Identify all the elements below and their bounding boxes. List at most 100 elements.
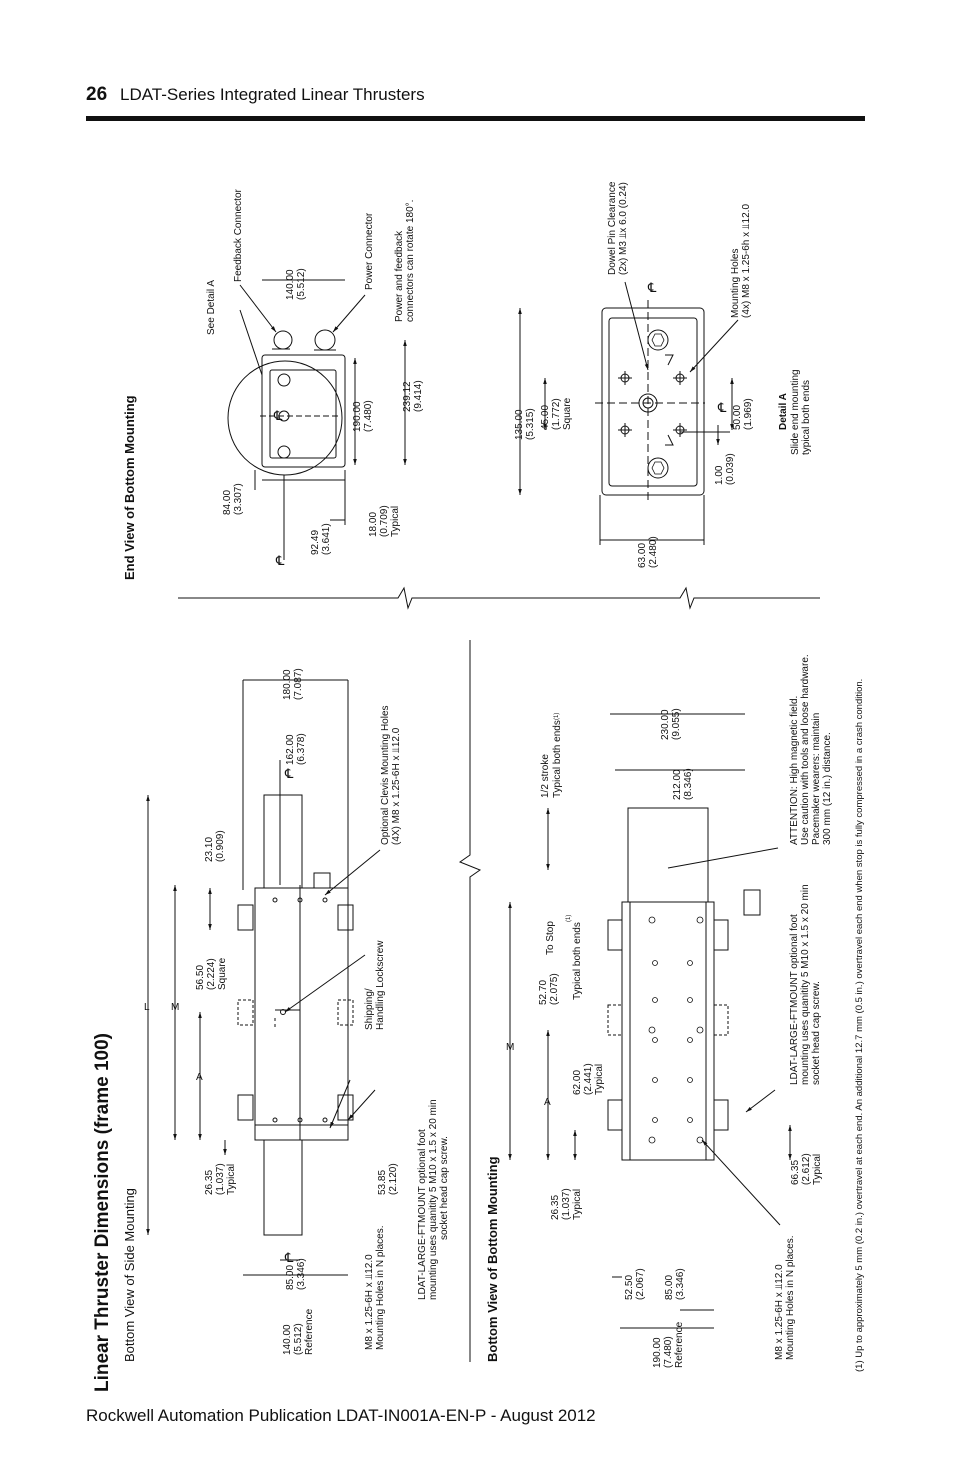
edim-18-in: (0.709) (379, 505, 390, 537)
dim-180-in: (7.087) (293, 668, 304, 700)
running-header: LDAT-Series Integrated Linear Thrusters (120, 85, 425, 104)
dim-L: L (144, 1002, 150, 1013)
mount-holes-line2: (4x) M8 x 1.25-6h x ⫫12.0 (741, 204, 752, 318)
half-stroke-typ: Typical both ends (552, 720, 563, 798)
edim-23912-mm: 239.12 (402, 381, 413, 412)
bottom-dim-A: A (544, 1097, 551, 1108)
dim-A: A (196, 1072, 203, 1083)
bdim-6635-mm: 66.35 (790, 1160, 801, 1185)
side-view (146, 679, 381, 1276)
see-detail-a: See Detail A (206, 280, 217, 335)
bdim-5270-mm: 52.70 (538, 980, 549, 1005)
clevis-line1: Optional Clevis Mounting Holes (380, 705, 391, 845)
ddim-63-mm: 63.00 (637, 543, 648, 568)
side-m8-line2: Mounting Holes in N places. (375, 1225, 386, 1350)
bottom-dim-M: M (506, 1042, 514, 1053)
dim-26-mm: 26.35 (204, 1170, 215, 1195)
ddim-45-mm: 45.00 (540, 405, 551, 430)
ddim-50-in: (1.969) (743, 398, 754, 430)
bottom-foot-line2: mounting uses quanitity 5 M10 x 1.5 x 20… (800, 884, 811, 1085)
edim-84-mm: 84.00 (222, 490, 233, 515)
bdim-85-in: (3.346) (675, 1268, 686, 1300)
bdim-190-ref: Reference (674, 1321, 685, 1368)
footnote: (1) Up to approximately 5 mm (0.2 in.) o… (854, 679, 865, 1372)
dim-140-mm: 140.00 (282, 1324, 293, 1355)
ddim-1-mm: 1.00 (714, 465, 725, 485)
dim-2310-in: (0.909) (215, 830, 226, 862)
centerline-side: ℄ (284, 1250, 294, 1265)
attention-line2: Use caution with tools and loose hardwar… (800, 654, 811, 845)
bdim-5250-in: (2.067) (635, 1268, 646, 1300)
side-m8-line1: M8 x 1.25-6H x ⫫12.0 (364, 1254, 375, 1350)
ddim-50-mm: 50.00 (732, 405, 743, 430)
dim-26-typ: Typical (226, 1164, 237, 1195)
header-rule (86, 116, 865, 121)
bdim-5270-in: (2.075) (549, 973, 560, 1005)
end-view (227, 279, 407, 560)
dim-M: M (171, 1002, 179, 1013)
edim-140-mm: 140.00 (285, 269, 296, 300)
side-foot-line3: socket head cap screw. (439, 1136, 450, 1240)
detail-a (518, 281, 739, 545)
dim-5650-in: (2.224) (206, 958, 217, 990)
bdim-6635-typ: Typical (812, 1154, 823, 1185)
dim-140-ref: Reference (304, 1308, 315, 1355)
detail-centerline-1: ℄ (647, 280, 657, 295)
bdim-62-in: (2.441) (583, 1063, 594, 1095)
bdim-230-mm: 230.00 (660, 709, 671, 740)
bdim-230-in: (9.055) (671, 708, 682, 740)
dim-5650-mm: 56.50 (195, 965, 206, 990)
break-lines (178, 586, 820, 1362)
dim-5650-sq: Square (217, 957, 228, 990)
edim-9249-mm: 92.49 (310, 530, 321, 555)
bdim-212-mm: 212.00 (672, 769, 683, 800)
side-foot-line2: mounting uses quanitity 5 M10 x 1.5 x 20… (428, 1099, 439, 1300)
attention-line1: ATTENTION: High magnetic field. (789, 696, 800, 845)
end-centerline-2: ℄ (275, 553, 285, 568)
end-view-labels: ℄ ℄ 84.00 (3.307) 92.49 (3.641) 18.00 (0… (206, 188, 424, 568)
page-footer: Rockwell Automation Publication LDAT-IN0… (86, 1406, 596, 1425)
clevis-line2: (4X) M8 x 1.25-6H x ⫫12.0 (391, 727, 402, 845)
bdim-26-typ: Typical (572, 1189, 583, 1220)
dim-5385-mm: 53.85 (377, 1170, 388, 1195)
feedback-connector-label: Feedback Connector (233, 188, 244, 282)
view-title-bottom: Bottom View of Bottom Mounting (485, 1156, 500, 1362)
typical-both-ends-label: Typical both ends (572, 922, 583, 1000)
edim-190-in: (7.480) (363, 400, 374, 432)
footnote-ref-1: (1) (566, 915, 572, 922)
dim-26-in: (1.037) (215, 1163, 226, 1195)
edim-9249-in: (3.641) (321, 523, 332, 555)
ddim-45-sq: Square (562, 397, 573, 430)
dim-140-in: (5.512) (293, 1323, 304, 1355)
bottom-m8-line2: Mounting Holes in N places. (785, 1235, 796, 1360)
shipping-line2: Handling Lockscrew (375, 940, 386, 1030)
bottom-m8-line1: M8 x 1.25-6H x ⫫12.0 (774, 1264, 785, 1360)
page-number: 26 (86, 84, 108, 105)
ddim-135-in: (5.315) (525, 408, 536, 440)
bdim-6635-in: (2.612) (801, 1153, 812, 1185)
half-stroke-label: 1/2 stroke (540, 754, 551, 798)
bdim-190-mm: 190.00 (652, 1337, 663, 1368)
side-view-labels: L M A ℄ ℄ 140.00 (5.512) Reference 85.00… (144, 668, 450, 1355)
shipping-line1: Shipping/ (364, 988, 375, 1030)
end-centerline-1: ℄ (273, 408, 283, 423)
dim-162-in: (6.378) (296, 733, 307, 765)
footnote-ref-2: (1) (554, 713, 560, 720)
bdim-5250-mm: 52.50 (624, 1275, 635, 1300)
centerline-side-2: ℄ (284, 766, 294, 781)
bdim-26-mm: 26.35 (550, 1195, 561, 1220)
attention-line3: Pacemaker wearers: maintain (811, 713, 822, 845)
mount-holes-line1: Mounting Holes (730, 249, 741, 318)
side-foot-line1: LDAT-LARGE-FTMOUNT optional foot (417, 1129, 428, 1300)
bdim-26-in: (1.037) (561, 1188, 572, 1220)
to-stop-label: To Stop (545, 921, 556, 955)
bottom-foot-line1: LDAT-LARGE-FTMOUNT optional foot (789, 914, 800, 1085)
dim-85-in: (3.346) (296, 1258, 307, 1290)
edim-84-in: (3.307) (233, 483, 244, 515)
ddim-1-in: (0.039) (725, 453, 736, 485)
bdim-190-in: (7.480) (663, 1336, 674, 1368)
dowel-line2: (2x) M3 ⫫x 6.0 (0.24) (618, 182, 629, 275)
edim-18-mm: 18.00 (368, 512, 379, 537)
view-title-side: Bottom View of Side Mounting (122, 1188, 137, 1362)
